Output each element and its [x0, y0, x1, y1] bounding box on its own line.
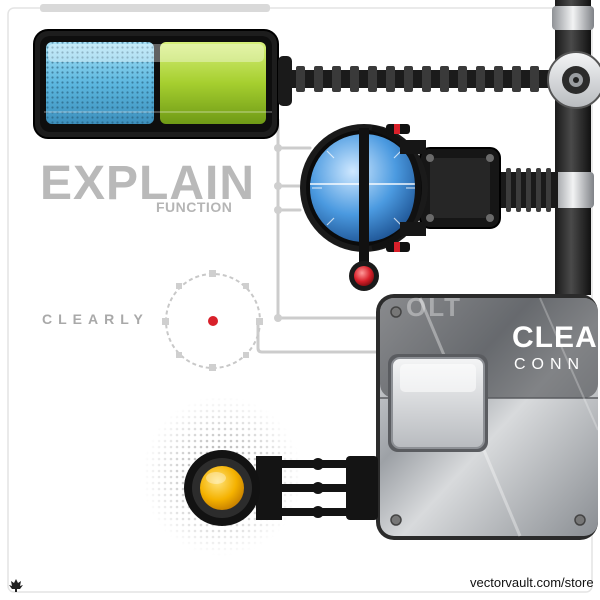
panel-title: CLEA: [512, 321, 598, 354]
dial-connector-spring: [490, 168, 558, 212]
knob-connector-arms: [256, 456, 378, 520]
maple-leaf-icon: [9, 579, 23, 592]
yellow-knob-button[interactable]: [184, 450, 260, 526]
battery-gauge: [33, 29, 292, 139]
blue-dial-gauge: [300, 124, 428, 252]
circuit-nodes: [274, 144, 282, 322]
watermark-fragment: OLT: [406, 292, 463, 322]
dial-housing: [419, 147, 501, 229]
vertical-pipe: [547, 0, 600, 295]
red-indicator-light-icon: [349, 246, 379, 291]
crosshair-target-icon: [162, 270, 263, 371]
clearly-label: CLEARLY: [42, 311, 149, 327]
top-edge-bar: [40, 4, 270, 12]
steel-square-button[interactable]: [388, 354, 488, 452]
battery-cell-green: [160, 42, 266, 124]
function-subheading: FUNCTION: [156, 199, 233, 215]
explain-heading: EXPLAIN: [40, 157, 256, 210]
chain-connector: [290, 66, 550, 92]
panel-subtitle: CONN: [514, 356, 586, 373]
store-url-link[interactable]: vectorvault.com/store: [470, 575, 594, 590]
